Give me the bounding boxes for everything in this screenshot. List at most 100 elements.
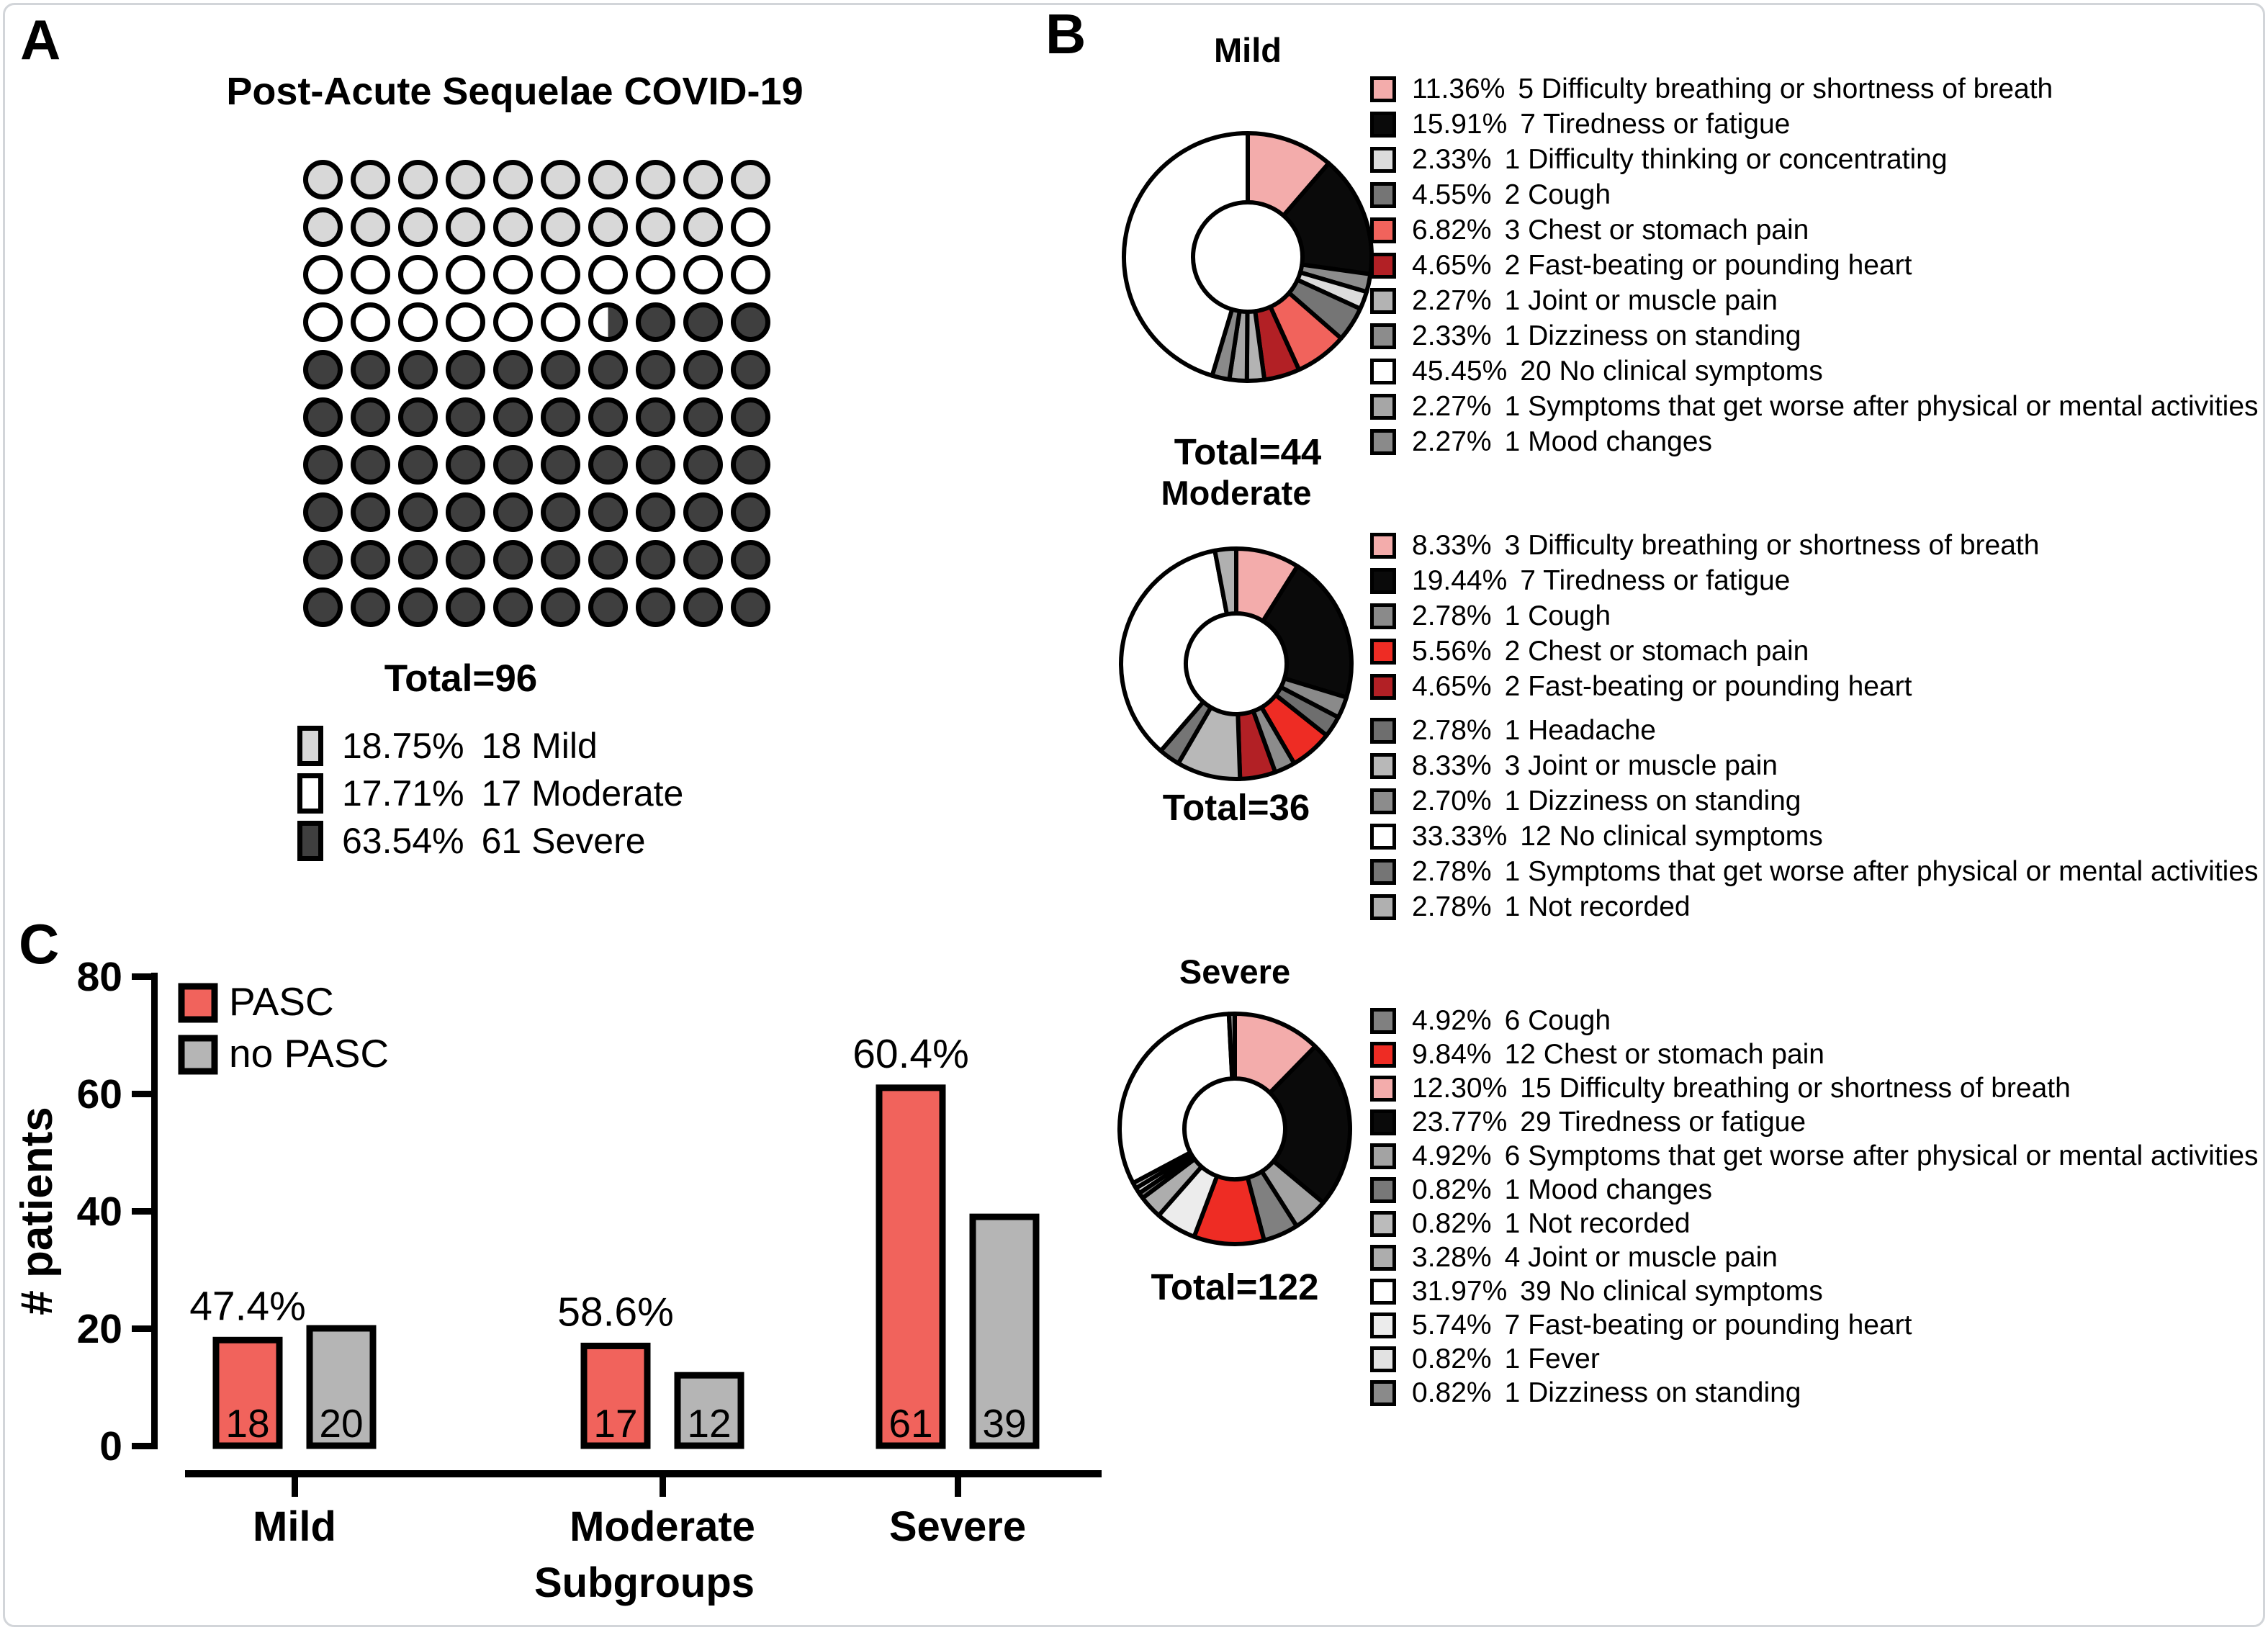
waffle-dot <box>541 207 580 247</box>
pie-severe-donut <box>1117 1011 1352 1246</box>
bar-pct-annotation: 58.6% <box>557 1289 674 1335</box>
legend-swatch <box>1370 639 1396 665</box>
legend-pct: 8.33% <box>1412 530 1492 561</box>
waffle-grid <box>303 160 770 627</box>
legend-text: 5 Difficulty breathing or shortness of b… <box>1518 73 2053 104</box>
legend-item: 2.78%1 Cough <box>1370 602 2259 631</box>
pie-mild-title: Mild <box>1214 31 1282 69</box>
waffle-dot <box>683 587 723 627</box>
waffle-dot <box>588 160 628 199</box>
waffle-dot <box>683 540 723 580</box>
legend-swatch <box>1370 288 1396 314</box>
panel-c-label: C <box>19 912 60 976</box>
waffle-dot <box>541 160 580 199</box>
waffle-dot <box>541 397 580 437</box>
waffle-dot <box>351 587 390 627</box>
legend-swatch <box>1370 1346 1396 1372</box>
waffle-dot <box>588 397 628 437</box>
legend-pct: 45.45% <box>1412 356 1508 387</box>
bar-value-label: 20 <box>319 1401 363 1446</box>
waffle-dot <box>683 445 723 485</box>
legend-swatch <box>1370 1211 1396 1237</box>
waffle-dot <box>398 350 438 390</box>
waffle-dot <box>398 540 438 580</box>
legend-swatch <box>1370 429 1396 455</box>
legend-swatch <box>1370 253 1396 279</box>
pie-slice <box>1261 564 1354 700</box>
y-axis-tick <box>132 1208 151 1215</box>
legend-swatch <box>1370 718 1396 744</box>
legend-item: 3.28%4 Joint or muscle pain <box>1370 1243 2259 1272</box>
bar-pct-annotation: 60.4% <box>852 1031 969 1077</box>
waffle-dot <box>398 160 438 199</box>
legend-text: 20 No clinical symptoms <box>1520 356 1823 387</box>
waffle-dot <box>446 397 485 437</box>
legend-item: 2.78%1 Not recorded <box>1370 893 2259 922</box>
legend-text: 1 Dizziness on standing <box>1504 1377 1801 1408</box>
legend-swatch <box>1370 217 1396 243</box>
waffle-dot <box>493 492 533 532</box>
legend-pct: 5.74% <box>1412 1310 1492 1341</box>
legend-pct: 23.77% <box>1412 1107 1508 1138</box>
y-axis-line <box>151 973 158 1449</box>
x-axis-tick <box>955 1477 961 1497</box>
waffle-dot <box>446 255 485 294</box>
legend-swatch <box>1370 1312 1396 1338</box>
legend-swatch <box>1370 1008 1396 1034</box>
y-axis-title: # patients <box>12 1107 62 1315</box>
waffle-dot <box>636 587 675 627</box>
waffle-dot <box>303 587 343 627</box>
legend-item: 6.82%3 Chest or stomach pain <box>1370 216 2259 245</box>
pie-moderate-title: Moderate <box>1161 474 1312 512</box>
y-axis-tick <box>132 973 151 980</box>
waffle-dot <box>303 207 343 247</box>
legend-text: 6 Cough <box>1504 1005 1611 1036</box>
legend-pct: 17.71% <box>342 773 464 814</box>
legend-pct: 2.78% <box>1412 715 1492 746</box>
legend-text: 29 Tiredness or fatigue <box>1520 1107 1806 1138</box>
waffle-dot <box>636 540 675 580</box>
bar-value-label: 17 <box>593 1401 637 1446</box>
legend-swatch <box>1370 533 1396 559</box>
pie-severe-title: Severe <box>1179 953 1291 991</box>
legend-item: 8.33%3 Joint or muscle pain <box>1370 752 2259 780</box>
waffle-dot <box>398 255 438 294</box>
pie-slice <box>1226 1011 1237 1081</box>
waffle-dot <box>541 540 580 580</box>
waffle-total: Total=96 <box>384 657 538 700</box>
y-tick-label: 0 <box>99 1423 122 1469</box>
legend-item: 19.44%7 Tiredness or fatigue <box>1370 567 2259 595</box>
legend-text: 15 Difficulty breathing or shortness of … <box>1520 1073 2071 1104</box>
legend-swatch <box>1370 859 1396 885</box>
pie-mild-legend: 11.36%5 Difficulty breathing or shortnes… <box>1370 75 2259 463</box>
waffle-dot <box>446 587 485 627</box>
legend-text: 2 Chest or stomach pain <box>1504 636 1809 667</box>
bar-legend-label: no PASC <box>229 1031 389 1076</box>
legend-item: 0.82%1 Not recorded <box>1370 1210 2259 1238</box>
waffle-dot <box>636 492 675 532</box>
x-axis-title: Subgroups <box>534 1559 755 1606</box>
waffle-dot <box>588 350 628 390</box>
legend-pct: 33.33% <box>1412 821 1508 852</box>
x-category-label: Moderate <box>570 1503 755 1550</box>
bar-no-pasc <box>306 1325 377 1449</box>
legend-pct: 4.92% <box>1412 1005 1492 1036</box>
legend-text: 1 Headache <box>1504 715 1656 746</box>
waffle-dot <box>303 160 343 199</box>
legend-swatch <box>1370 568 1396 594</box>
bar-legend-swatch <box>178 1035 218 1075</box>
legend-item: 4.65%2 Fast-beating or pounding heart <box>1370 672 2259 701</box>
legend-pct: 63.54% <box>342 821 464 861</box>
waffle-dot <box>303 445 343 485</box>
legend-text: 39 No clinical symptoms <box>1520 1276 1823 1307</box>
legend-item: 23.77% 29 Tiredness or fatigue <box>1370 1108 2259 1137</box>
waffle-dot <box>493 350 533 390</box>
waffle-dot <box>731 492 770 532</box>
legend-text: 1 Mood changes <box>1504 426 1712 457</box>
waffle-dot <box>351 492 390 532</box>
legend-swatch <box>1370 112 1396 138</box>
legend-item: 31.97%39 No clinical symptoms <box>1370 1277 2259 1306</box>
waffle-dot <box>446 302 485 342</box>
legend-item: 17.71%17 Moderate <box>297 773 683 814</box>
y-tick-label: 40 <box>77 1189 122 1235</box>
